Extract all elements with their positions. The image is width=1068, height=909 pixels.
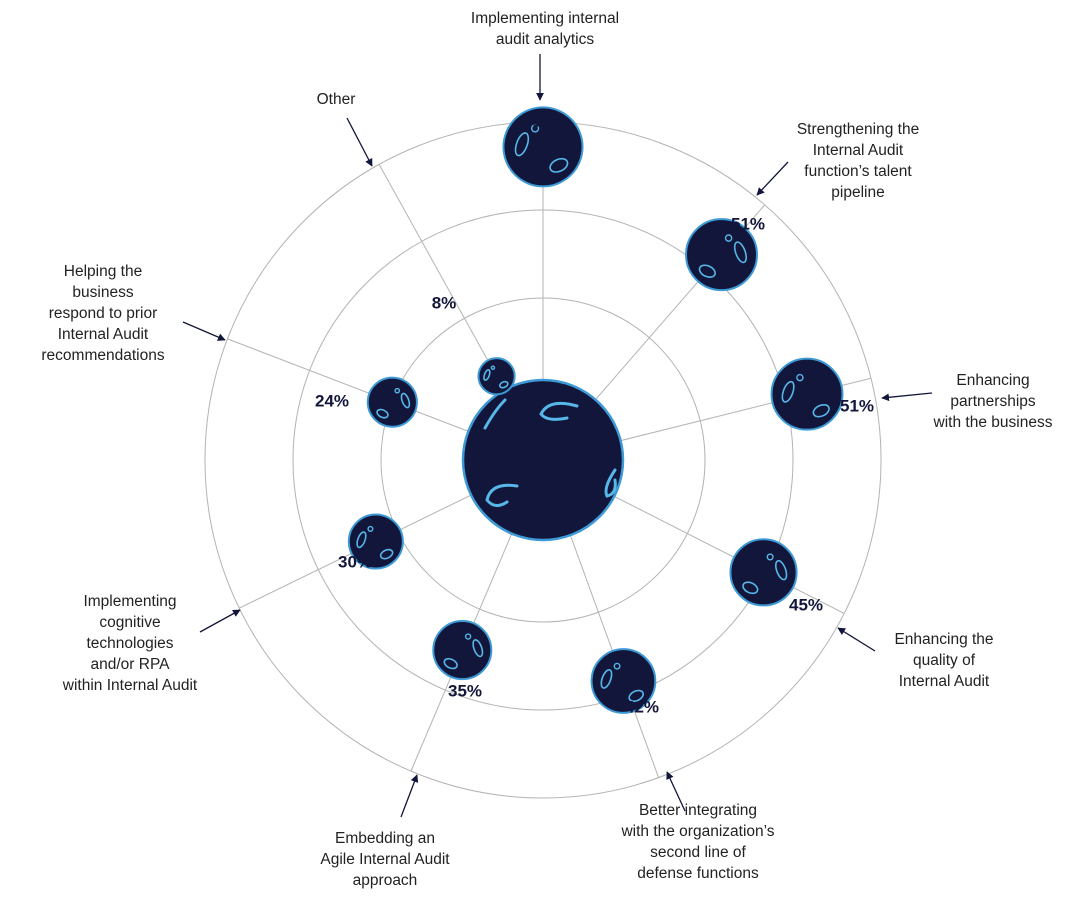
pointer-arrow [199,609,241,633]
bubble-circle [590,648,657,714]
pointer-arrow [881,392,933,402]
bubble-7 [347,513,404,570]
bubble-crater [443,657,458,670]
value-label: 45% [789,595,823,614]
bubble-crater [698,264,716,278]
bubble-crater [379,548,394,560]
bubble-crater [499,380,509,389]
bubble-crater [530,124,540,133]
bubble-circle [729,538,798,607]
bubble-crater [775,559,788,581]
bubble-circle [347,513,404,570]
value-label: 42% [625,697,659,716]
bubble-crater [781,380,795,403]
value-label: 35% [448,681,482,700]
bubble-crater [724,234,733,242]
bubble-circle [366,376,418,428]
bubble-crater [796,373,804,382]
bubble-circle [477,357,516,396]
bubble-crater [464,633,472,640]
center-bubble [461,378,625,542]
value-label: 8% [432,293,457,312]
bubble-crater [812,403,830,418]
pointer-arrow [182,321,226,341]
bubble-crater [742,581,759,595]
value-label: 51% [840,396,874,415]
bubble-circle [502,106,584,188]
value-label: 61% [523,111,557,130]
category-label: Other [317,91,356,108]
pointer-arrow [837,627,876,652]
pointer-arrow [666,771,686,812]
bubble-crater [472,639,484,658]
pointer-arrow [400,774,419,818]
bubble-2 [685,218,759,292]
pointer-arrow [756,161,789,196]
value-label: 24% [315,391,349,410]
bubble-5 [590,648,657,714]
bubble-crater [394,387,401,394]
bubble-circle [685,218,759,292]
bubble-crater [490,365,496,371]
bubble-1 [502,106,584,188]
bubble-crater [628,689,645,703]
bubble-crater [367,525,374,532]
bubble-4 [729,538,798,607]
value-label: 51% [731,214,765,233]
bubble-crater [400,392,411,409]
bubble-crater [733,241,747,264]
bubble-8 [366,376,418,428]
bubble-crater [766,553,774,561]
bubble-crater [600,668,613,689]
bubble-crater [483,369,491,381]
bubble-crater [613,662,621,670]
bubble-crater [514,132,530,157]
bubble-circle [770,357,844,431]
bubble-9 [477,357,516,396]
bubble-6 [432,620,493,681]
pointer-arrow [346,117,373,167]
bubble-crater [549,157,569,173]
value-label: 30% [338,552,372,571]
center-bubble-craters [483,398,617,507]
bubble-3 [770,357,844,431]
bubble-crater [376,408,389,419]
bubble-crater [356,531,367,549]
bubble-circle [432,620,493,681]
